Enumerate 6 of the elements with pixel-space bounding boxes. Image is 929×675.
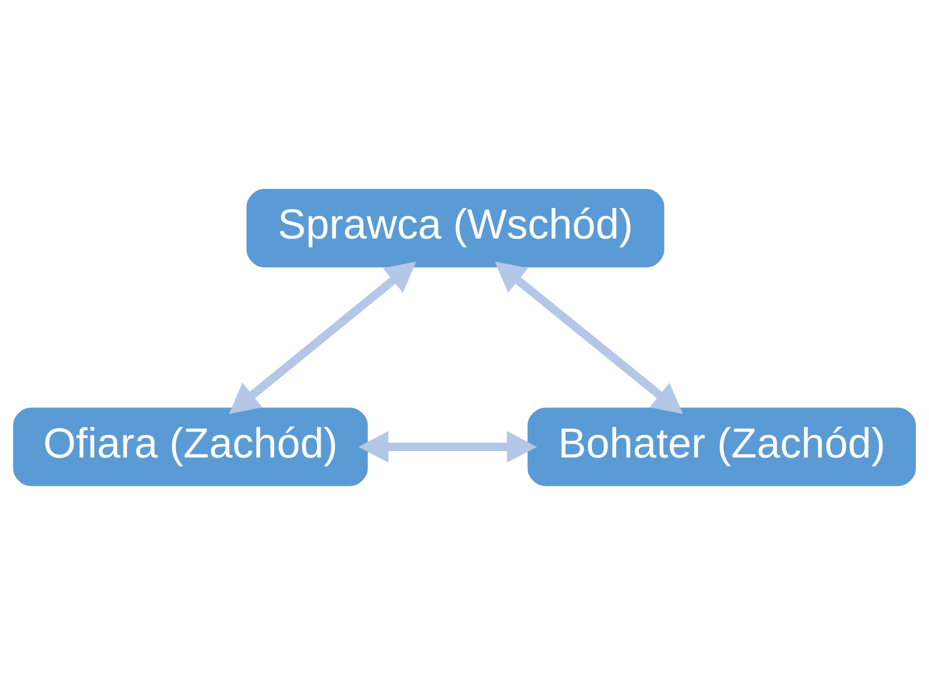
- node-box: Sprawca (Wschód): [246, 188, 664, 268]
- node-box: Bohater (Zachód): [528, 408, 916, 486]
- node-box: Ofiara (Zachód): [13, 408, 368, 486]
- arrow: [229, 261, 416, 414]
- arrow: [494, 261, 683, 414]
- arrow: [358, 431, 537, 463]
